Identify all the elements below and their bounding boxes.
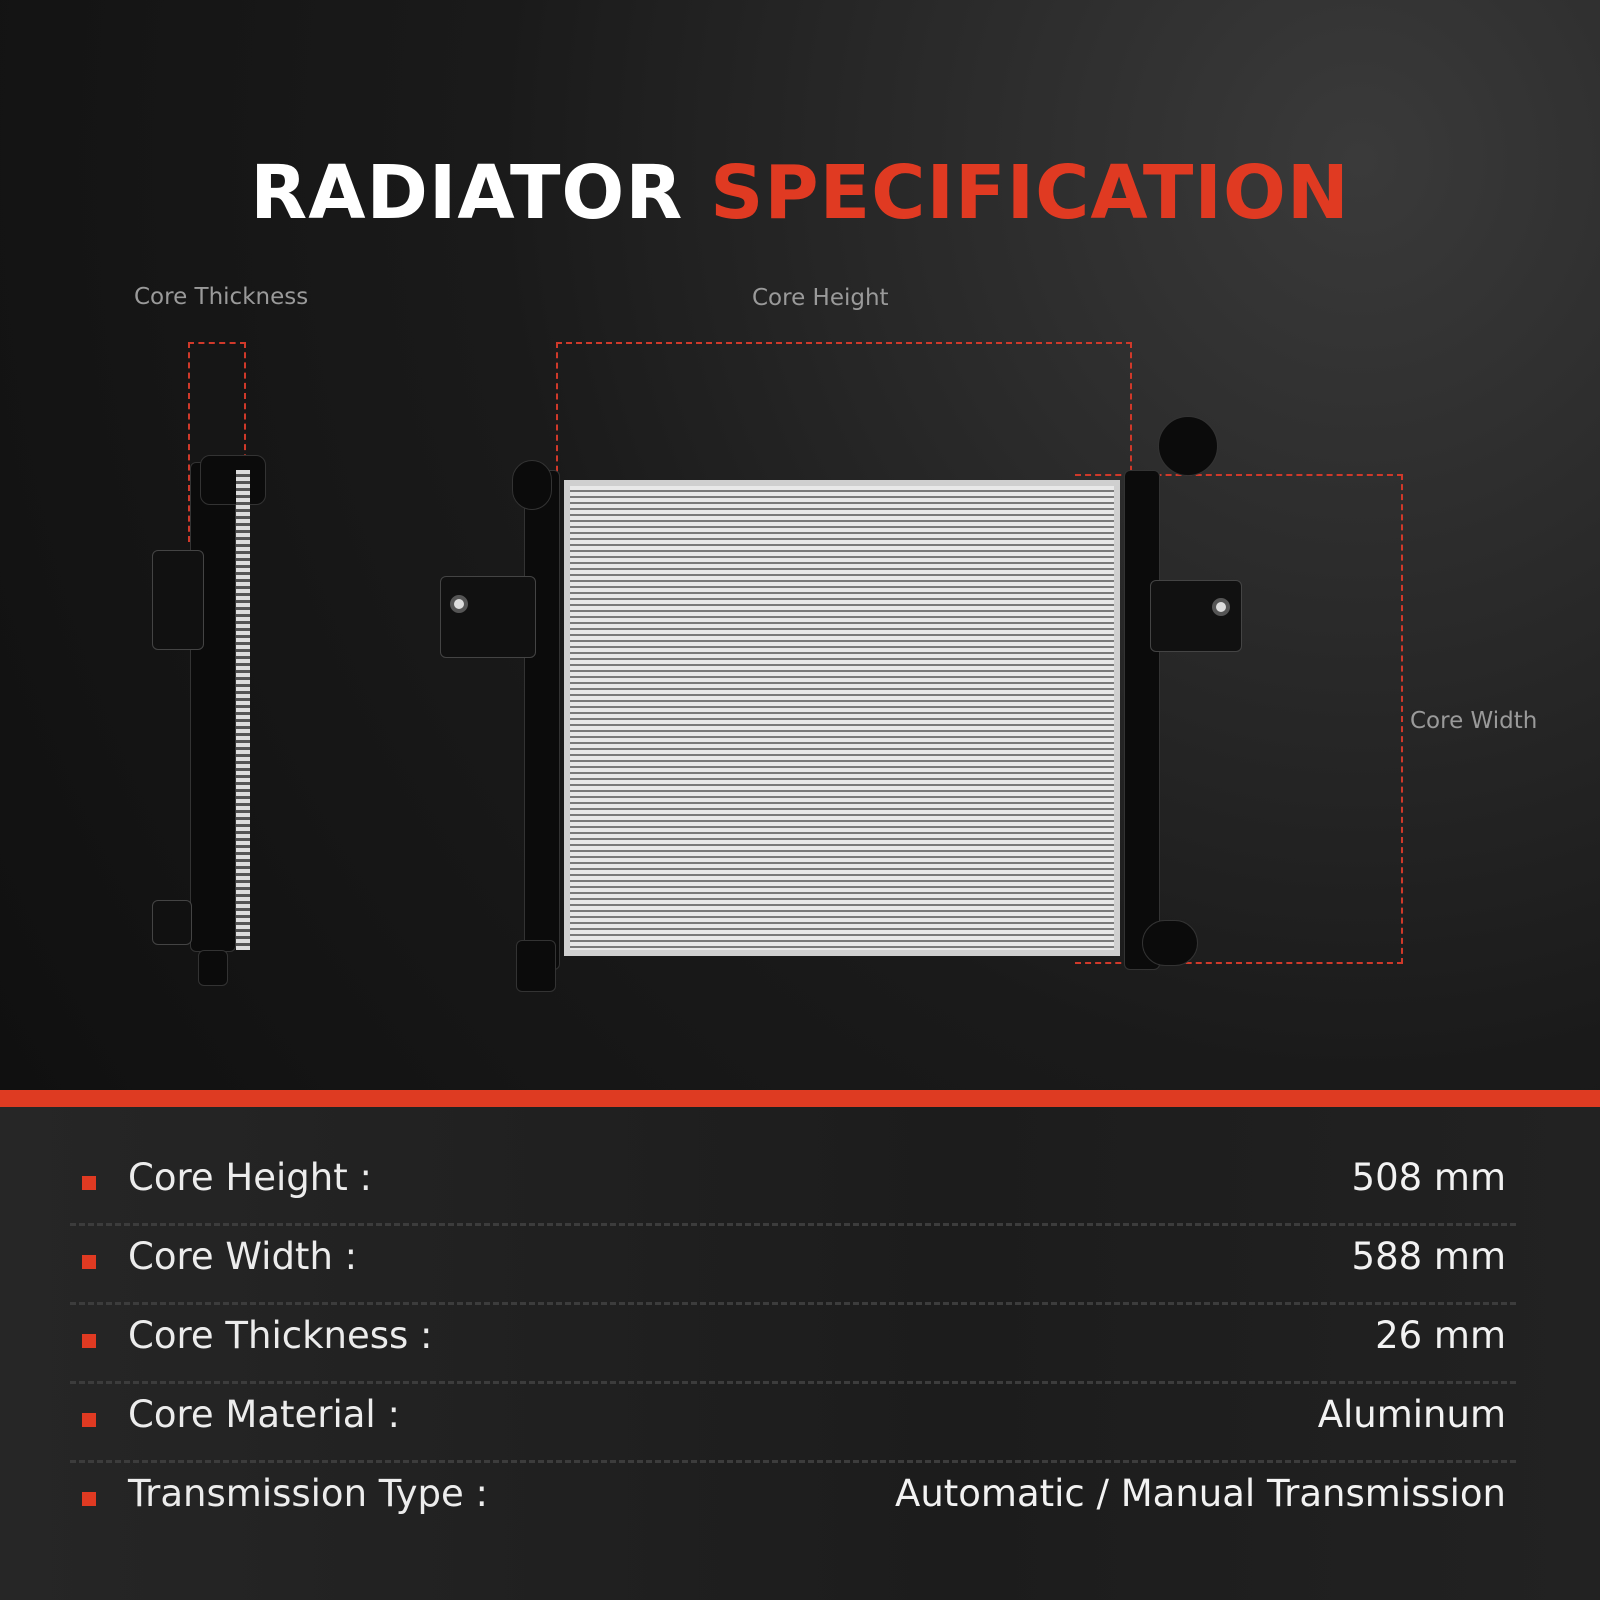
spec-label: Core Material : <box>128 1393 400 1436</box>
label-core-thickness: Core Thickness <box>134 284 309 310</box>
divider-bar <box>0 1090 1600 1107</box>
bullet-icon <box>82 1176 96 1190</box>
bullet-icon <box>82 1413 96 1427</box>
title-white: RADIATOR <box>250 150 684 236</box>
bullet-icon <box>82 1334 96 1348</box>
spec-row-core-width: Core Width : 588 mm <box>70 1227 1516 1305</box>
spec-value: Automatic / Manual Transmission <box>895 1472 1506 1515</box>
title-red: SPECIFICATION <box>710 150 1350 236</box>
spec-row-transmission-type: Transmission Type : Automatic / Manual Tr… <box>70 1464 1516 1542</box>
thickness-dimension-line <box>188 342 246 542</box>
bullet-icon <box>82 1255 96 1269</box>
page-title: RADIATOR SPECIFICATION <box>0 150 1600 236</box>
spec-row-core-material: Core Material : Aluminum <box>70 1385 1516 1463</box>
label-core-height: Core Height <box>752 285 889 311</box>
spec-row-core-thickness: Core Thickness : 26 mm <box>70 1306 1516 1384</box>
height-dimension-line <box>556 342 1132 482</box>
spec-label: Transmission Type : <box>128 1472 488 1515</box>
radiator-core <box>564 480 1120 956</box>
spec-value: 508 mm <box>1351 1156 1506 1199</box>
spec-value: 26 mm <box>1375 1314 1506 1357</box>
bullet-icon <box>82 1492 96 1506</box>
width-dimension-line <box>1075 474 1403 964</box>
spec-label: Core Height : <box>128 1156 372 1199</box>
label-core-width: Core Width <box>1410 708 1538 734</box>
spec-panel <box>0 1100 1600 1600</box>
spec-value: 588 mm <box>1351 1235 1506 1278</box>
spec-label: Core Thickness : <box>128 1314 433 1357</box>
spec-row-core-height: Core Height : 508 mm <box>70 1148 1516 1226</box>
spec-label: Core Width : <box>128 1235 358 1278</box>
spec-value: Aluminum <box>1317 1393 1506 1436</box>
